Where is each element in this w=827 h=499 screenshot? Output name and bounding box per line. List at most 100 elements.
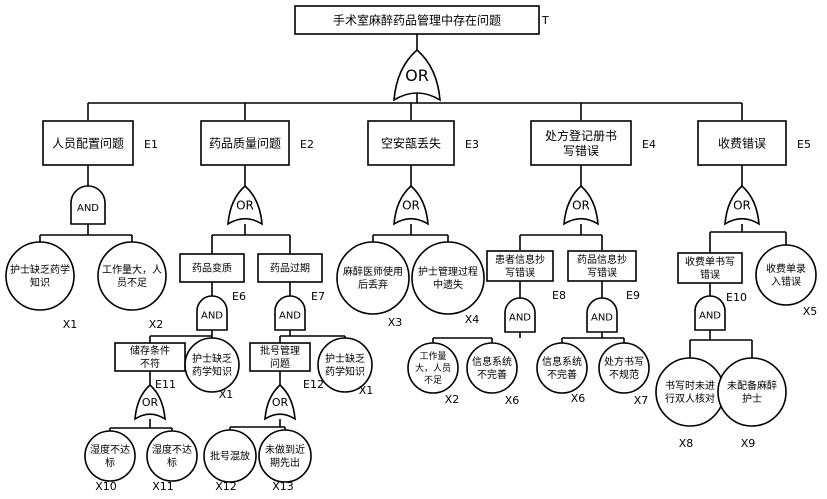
- gate-e12-label: OR: [272, 396, 289, 409]
- event-box-e10-label: 错误: [700, 268, 720, 281]
- event-box-e2-label: 药品质量问题: [209, 136, 281, 150]
- basic-event-x7: [598, 342, 650, 394]
- gate-e1-label: AND: [77, 203, 99, 214]
- basic-event-x12-label: 批号混放: [210, 450, 250, 463]
- basic-code-x13: X13: [272, 480, 294, 493]
- event-code-e2: E2: [300, 138, 314, 151]
- event-box-e1-label: 人员配置问题: [52, 136, 124, 150]
- basic-event-x8-label: 书写时未进: [665, 380, 715, 392]
- basic-code-x1-c: X1: [359, 384, 374, 397]
- event-box-e5: [697, 120, 787, 166]
- basic-event-x6-b-label: 信息系统: [542, 355, 582, 368]
- gate-e7: [274, 295, 306, 331]
- basic-code-x2-b: X2: [445, 393, 460, 406]
- basic-event-x10-label: 标: [105, 457, 115, 469]
- basic-event-x3-label: 麻醉医师使用: [343, 265, 403, 278]
- gate-e2: [227, 184, 263, 226]
- gate-e4-label: OR: [572, 199, 590, 213]
- basic-event-x7-label: 处方书写: [604, 355, 644, 368]
- basic-event-x12: [203, 429, 257, 483]
- basic-event-x1-b: [184, 337, 240, 393]
- gate-e3-label: OR: [402, 199, 420, 213]
- event-box-e3-label: 空安瓿丢失: [381, 135, 441, 150]
- event-box-e7-label: 药品过期: [270, 262, 310, 275]
- basic-code-x4: X4: [465, 313, 480, 326]
- event-code-e8: E8: [552, 289, 566, 302]
- gate-e11: [134, 383, 166, 421]
- basic-event-x10-label: 湿度不达: [90, 443, 130, 456]
- gate-e12: [264, 383, 296, 421]
- basic-event-x13: [258, 429, 312, 483]
- event-box-e1: [42, 120, 134, 166]
- event-box-e11-label: 储存条件: [130, 344, 170, 357]
- basic-event-x5-label: 收费单录: [766, 262, 806, 275]
- event-code-e3: E3: [465, 138, 479, 151]
- basic-code-x1: X1: [63, 318, 78, 331]
- basic-code-x6-b: X6: [571, 392, 586, 405]
- basic-event-x10: [84, 430, 136, 482]
- gate-e5-label: OR: [733, 199, 751, 213]
- basic-event-x2-label: 员不足: [117, 277, 147, 289]
- event-box-e10: [677, 252, 743, 284]
- basic-event-x13-label: 期先出: [270, 456, 300, 469]
- basic-event-x2-b-label: 不足: [424, 375, 442, 386]
- event-code-e6: E6: [232, 290, 246, 303]
- basic-code-x6: X6: [505, 394, 520, 407]
- event-code-e10: E10: [726, 291, 747, 304]
- basic-event-x11-label: 湿度不达: [152, 443, 192, 456]
- basic-event-x6-label: 信息系统: [472, 355, 512, 368]
- event-box-e12-label: 批号管理: [260, 344, 300, 357]
- gate-e2-label: OR: [236, 199, 254, 213]
- basic-event-x1-c-label: 药学知识: [325, 365, 365, 378]
- basic-event-x1-c: [317, 337, 373, 393]
- basic-event-x9-label: 未配备麻醉: [727, 379, 777, 392]
- basic-code-x8: X8: [679, 437, 694, 450]
- basic-event-x9-label: 护士: [742, 392, 762, 405]
- gate-e6: [196, 295, 228, 331]
- basic-event-x2-b-label: 工作量: [419, 350, 446, 362]
- event-box-e10-label: 收费单书写: [685, 255, 735, 268]
- basic-event-x3: [336, 241, 410, 315]
- event-box-e11-label: 不符: [140, 357, 160, 370]
- basic-event-x4-label: 中遗失: [433, 278, 463, 291]
- gate-e5: [724, 184, 760, 226]
- basic-event-x11: [146, 430, 198, 482]
- gate-e10-label: AND: [699, 310, 721, 321]
- event-code-e12: E12: [303, 378, 324, 391]
- basic-event-x11-label: 标: [167, 457, 177, 469]
- event-box-e12: [249, 342, 311, 372]
- basic-event-x1-label: 护士缺乏药学: [10, 263, 70, 276]
- gate-e9-label: AND: [591, 312, 613, 323]
- event-box-e6: [179, 253, 245, 283]
- basic-code-x12: X12: [215, 480, 237, 493]
- basic-code-x1-b: X1: [219, 388, 234, 401]
- event-box-e9: [567, 250, 637, 282]
- gate-e4: [563, 184, 599, 226]
- top-event-box-label: 手术室麻醉药品管理中存在问题: [333, 12, 501, 27]
- basic-event-x6-label: 不完善: [477, 368, 507, 381]
- top-event-code: T: [541, 14, 549, 27]
- event-code-e1: E1: [144, 138, 158, 151]
- basic-code-x11: X11: [152, 480, 174, 493]
- basic-event-x6-b-label: 不完善: [547, 368, 577, 381]
- event-code-e5: E5: [797, 138, 811, 151]
- basic-event-x6-b: [536, 342, 588, 394]
- gate-e3: [393, 184, 429, 226]
- basic-event-x2-b: [407, 342, 459, 394]
- basic-code-x7: X7: [634, 394, 649, 407]
- basic-event-x1-b-label: 药学知识: [192, 365, 232, 378]
- basic-event-x4-label: 护士管理过程: [418, 265, 478, 278]
- basic-event-x2-b-label: 大，人员: [415, 362, 451, 374]
- basic-event-x2: [97, 241, 167, 311]
- gate-e6-label: AND: [201, 310, 223, 321]
- basic-event-x1-c-label: 护士缺乏: [325, 352, 365, 365]
- gate-e8-label: AND: [509, 312, 531, 323]
- basic-event-x3-label: 后丢弃: [358, 278, 388, 291]
- event-code-e11: E11: [155, 378, 176, 391]
- event-box-e9-label: 写错误: [587, 266, 617, 279]
- basic-code-x10: X10: [95, 480, 117, 493]
- basic-event-x1-label: 知识: [30, 276, 50, 289]
- basic-event-x2-label: 工作量大，人: [102, 263, 162, 276]
- event-box-e12-label: 问题: [270, 357, 290, 370]
